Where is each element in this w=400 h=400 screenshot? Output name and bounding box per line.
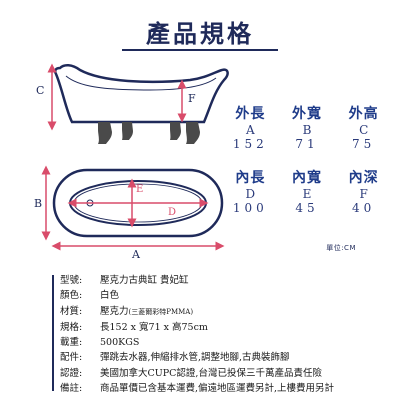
page-title: 產品規格 [146,20,254,48]
header-inner-length: 內長 [235,170,266,186]
spec-row-model: 型號: 壓克力古典缸 貴妃缸 [60,273,395,288]
spec-value: 壓克力古典缸 貴妃缸 [100,275,189,286]
spec-value: 商品單價已含基本運費,偏遠地區運費另計,上樓費用另計 [100,383,335,395]
value-outer-height: 75 [352,137,376,151]
title-underline [122,49,278,51]
spec-label: 載重 [60,337,80,349]
tub-side-view [47,63,229,144]
letter-e: E [302,187,312,201]
spec-value: 500KGS [100,337,140,349]
header-inner-width: 內寬 [291,170,322,186]
spec-row-color: 顏色: 白色 [60,288,395,303]
header-outer-height: 外高 [348,106,379,122]
spec-label: 規格 [60,321,80,333]
spec-label: 顏色 [60,290,80,302]
letter-d: D [245,187,256,201]
label-d: D [168,207,176,218]
value-outer-length: 152 [232,137,268,151]
spec-row-certification: 認證: 美國加拿大CUPC認證,台灣已投保三千萬產品責任險 [60,366,395,381]
spec-value: 彈跳去水器,伸縮排水管,調整地腳,古典裝飾腳 [100,352,290,364]
label-c: C [36,84,44,97]
spec-label: 型號 [60,275,80,286]
value-inner-width: 45 [295,201,319,215]
letter-a: A [245,123,255,137]
label-e: E [136,184,143,195]
spec-row-size: 規格: 長152 x 寬71 x 高75cm [60,320,395,335]
letter-c: C [359,123,369,137]
spec-note: (三菱爾彩特PMMA) [128,307,194,316]
spec-list: 型號: 壓克力古典缸 貴妃缸 顏色: 白色 材質: 壓克力(三菱爾彩特PMMA)… [60,273,395,396]
label-a: A [131,248,141,261]
spec-value: 美國加拿大CUPC認證,台灣已投保三千萬產品責任險 [100,367,322,379]
value-inner-depth: 40 [352,201,376,215]
header-outer-length: 外長 [235,106,266,122]
value-outer-width: 71 [295,137,319,151]
spec-value: 長152 x 寬71 x 高75cm [100,321,208,333]
spec-row-notes: 備註: 商品單價已含基本運費,偏遠地區運費另計,上樓費用另計 [60,381,395,396]
spec-value: 白色 [100,290,120,302]
unit-label: 單位:CM [326,244,356,252]
spec-row-load: 載重: 500KGS [60,335,395,350]
letter-f: F [359,187,368,201]
spec-label: 備註 [60,383,80,395]
letter-b: B [302,123,312,137]
spec-label: 配件 [60,352,80,364]
label-b: B [34,197,42,210]
value-inner-length: 100 [232,201,268,215]
tub-top-view [41,165,225,251]
spec-label: 認證 [60,367,80,379]
spec-row-accessories: 配件: 彈跳去水器,伸縮排水管,調整地腳,古典裝飾腳 [60,350,395,365]
header-outer-width: 外寬 [291,106,322,122]
spec-row-material: 材質: 壓克力(三菱爾彩特PMMA) [60,305,194,317]
outer-dimensions-table: 外長 外寬 外高 A B C 152 71 75 [222,106,392,152]
claw-feet [98,122,200,144]
inner-dimensions-table: 內長 內寬 內深 D E F 100 45 40 [222,170,392,216]
label-f: F [188,92,196,105]
spec-value: 壓克力 [100,305,129,317]
header-inner-depth: 內深 [348,170,379,186]
spec-label: 材質 [60,305,80,317]
specs-accent-bar [52,275,54,391]
